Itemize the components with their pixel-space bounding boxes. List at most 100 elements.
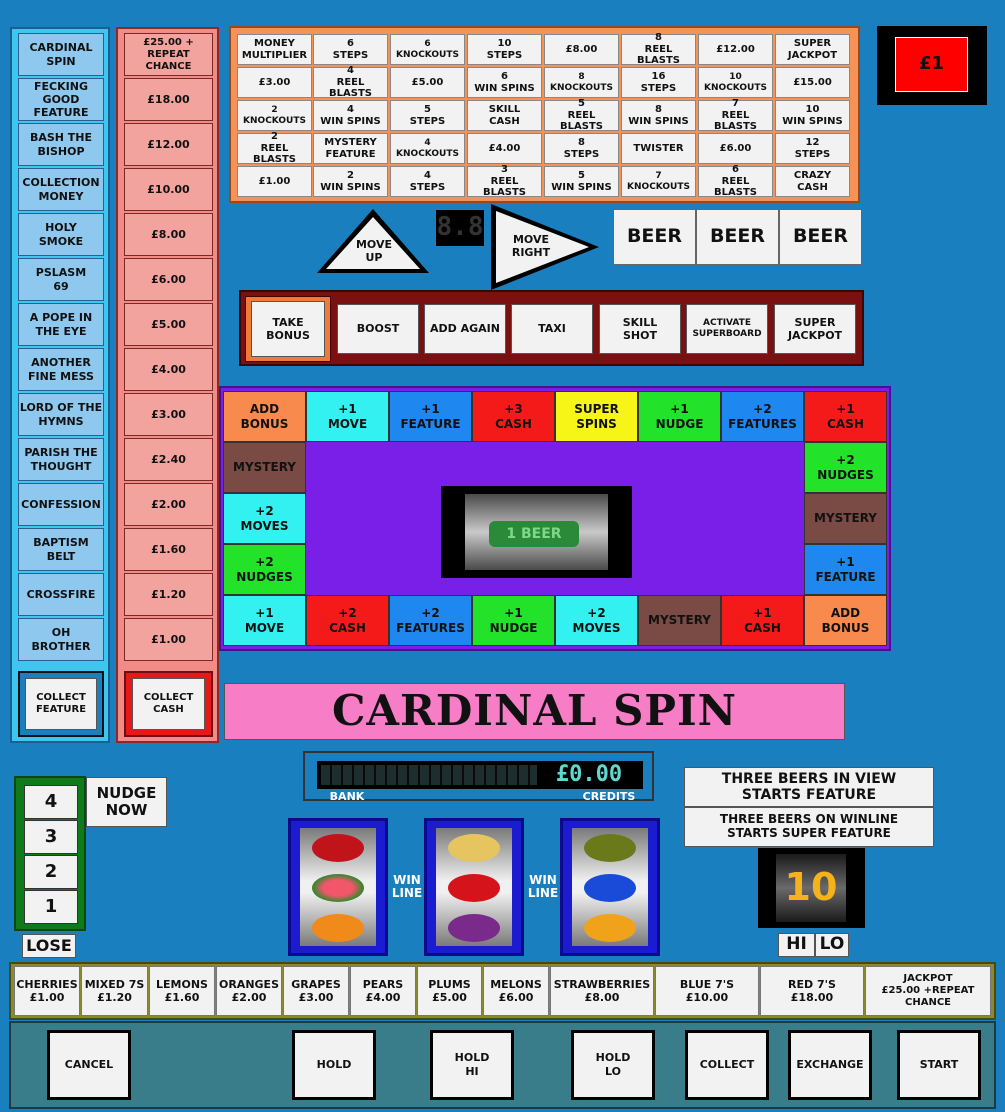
- nudge-number: 4: [24, 785, 78, 819]
- cash-trail-item: £1.00: [124, 618, 213, 661]
- prize-cell: MELONS £6.00: [483, 966, 549, 1016]
- feature-trail-item: OH BROTHER: [18, 618, 104, 661]
- superboard-cell: 6 WIN SPINS: [467, 67, 542, 98]
- board-tile: +1 MOVE: [306, 391, 389, 442]
- cash-trail-item: £8.00: [124, 213, 213, 256]
- melon-symbol: [312, 874, 364, 902]
- feature-trail-item: BAPTISM BELT: [18, 528, 104, 571]
- superboard-cell: 7 KNOCKOUTS: [621, 166, 696, 197]
- prize-cell: BLUE 7'S £10.00: [655, 966, 759, 1016]
- superboard-cell: 8 WIN SPINS: [621, 100, 696, 131]
- board-tile: +1 NUDGE: [472, 595, 555, 646]
- beer-indicator: BEER: [696, 209, 779, 265]
- superboard-cell: £8.00: [544, 34, 619, 65]
- reel-2: [424, 818, 524, 956]
- prize-cell: JACKPOT £25.00 +REPEAT CHANCE: [865, 966, 991, 1016]
- superboard-cell: £6.00: [698, 133, 773, 164]
- superboard-cell: 12 STEPS: [775, 133, 850, 164]
- board-tile: MYSTERY: [223, 442, 306, 493]
- cash-trail-item: £1.60: [124, 528, 213, 571]
- lo-indicator: LO: [815, 933, 849, 957]
- hold-button[interactable]: HOLD: [292, 1030, 376, 1100]
- nudge-now-indicator: NUDGE NOW: [86, 777, 167, 827]
- cash-trail-item: £25.00 + REPEAT CHANCE: [124, 33, 213, 76]
- skill-shot-button[interactable]: SKILL SHOT: [599, 304, 681, 354]
- board-tile: +2 CASH: [306, 595, 389, 646]
- stake-panel: £1: [877, 26, 987, 105]
- feature-board: 1 BEER ADD BONUS+1 MOVE+1 FEATURE+3 CASH…: [219, 386, 891, 651]
- win-line-label: WIN LINE: [525, 868, 561, 906]
- collect-cash-button[interactable]: COLLECT CASH: [132, 678, 205, 730]
- move-right-arrow[interactable]: [489, 202, 601, 292]
- prize-cell: ORANGES £2.00: [216, 966, 282, 1016]
- superboard-cell: 8 REEL BLASTS: [621, 32, 696, 66]
- feature-trail-item: HOLY SMOKE: [18, 213, 104, 256]
- feature-trail-item: PSLASM 69: [18, 258, 104, 301]
- info-three-beers-in-view: THREE BEERS IN VIEW STARTS FEATURE: [684, 767, 934, 807]
- feature-trail-item: CONFESSION: [18, 483, 104, 526]
- superboard-cell: 2 WIN SPINS: [313, 166, 388, 197]
- stake-display: £1: [895, 37, 968, 92]
- cash-trail-item: £2.00: [124, 483, 213, 526]
- move-counter-led: 8.8: [436, 210, 484, 246]
- activate-superboard-button[interactable]: ACTIVATE SUPERBOARD: [686, 304, 768, 354]
- orange-symbol: [312, 914, 364, 942]
- superboard-cell: 5 REEL BLASTS: [544, 98, 619, 132]
- superboard-cell: CRAZY CASH: [775, 166, 850, 197]
- beer-indicator: BEER: [613, 209, 696, 265]
- superboard-cell: 6 STEPS: [313, 34, 388, 65]
- board-tile: +2 FEATURES: [389, 595, 472, 646]
- superboard-cell: 10 STEPS: [467, 34, 542, 65]
- bonus-bar: TAKE BONUS BOOST ADD AGAIN TAXI SKILL SH…: [239, 290, 864, 366]
- info-three-beers-on-winline: THREE BEERS ON WINLINE STARTS SUPER FEAT…: [684, 807, 934, 847]
- prize-cell: PLUMS £5.00: [417, 966, 482, 1016]
- super-jackpot-button[interactable]: SUPER JACKPOT: [774, 304, 856, 354]
- superboard-cell: 4 REEL BLASTS: [313, 65, 388, 99]
- superboard-cell: £3.00: [237, 67, 312, 98]
- superboard-cell: 8 STEPS: [544, 133, 619, 164]
- exchange-button[interactable]: EXCHANGE: [788, 1030, 872, 1100]
- feature-trail-item: CROSSFIRE: [18, 573, 104, 616]
- prize-cell: MIXED 7S £1.20: [81, 966, 148, 1016]
- board-tile: +1 CASH: [721, 595, 804, 646]
- board-tile: +1 FEATURE: [389, 391, 472, 442]
- reel-3: [560, 818, 660, 956]
- cash-trail-item: £18.00: [124, 78, 213, 121]
- boost-button[interactable]: BOOST: [337, 304, 419, 354]
- board-tile: +2 NUDGES: [223, 544, 306, 595]
- cash-trail-item: £5.00: [124, 303, 213, 346]
- reel-1: [288, 818, 388, 956]
- board-tile: MYSTERY: [638, 595, 721, 646]
- superboard-cell: SKILL CASH: [467, 100, 542, 131]
- cash-trail-item: £4.00: [124, 348, 213, 391]
- hi-indicator: HI: [778, 933, 815, 957]
- orange-symbol: [584, 914, 636, 942]
- hold-lo-button[interactable]: HOLD LO: [571, 1030, 655, 1100]
- pears-symbol: [448, 834, 500, 862]
- cash-trail-item: £1.20: [124, 573, 213, 616]
- red-seven-symbol: [448, 874, 500, 902]
- superboard-cell: 2 REEL BLASTS: [237, 131, 312, 165]
- cash-trail: £25.00 + REPEAT CHANCE £18.00 £12.00 £10…: [116, 27, 219, 743]
- board-tile: +2 MOVES: [555, 595, 638, 646]
- cash-trail-item: £3.00: [124, 393, 213, 436]
- hi-lo-number: 10: [776, 854, 846, 922]
- add-again-button[interactable]: ADD AGAIN: [424, 304, 506, 354]
- move-up-arrow[interactable]: [314, 207, 432, 275]
- feature-trail-item: CARDINAL SPIN: [18, 33, 104, 76]
- start-button[interactable]: START: [897, 1030, 981, 1100]
- superboard-cell: £5.00: [390, 67, 465, 98]
- cancel-button[interactable]: CANCEL: [47, 1030, 131, 1100]
- taxi-button[interactable]: TAXI: [511, 304, 593, 354]
- board-tile: +1 CASH: [804, 391, 887, 442]
- board-tile: +1 FEATURE: [804, 544, 887, 595]
- superboard-cell: 5 WIN SPINS: [544, 166, 619, 197]
- hold-hi-button[interactable]: HOLD HI: [430, 1030, 514, 1100]
- superboard-cell: 3 REEL BLASTS: [467, 164, 542, 198]
- blue-seven-symbol: [584, 874, 636, 902]
- beer-indicator: BEER: [779, 209, 862, 265]
- collect-feature-button[interactable]: COLLECT FEATURE: [25, 678, 97, 730]
- take-bonus-button[interactable]: TAKE BONUS: [251, 301, 325, 357]
- board-tile: SUPER SPINS: [555, 391, 638, 442]
- collect-button[interactable]: COLLECT: [685, 1030, 769, 1100]
